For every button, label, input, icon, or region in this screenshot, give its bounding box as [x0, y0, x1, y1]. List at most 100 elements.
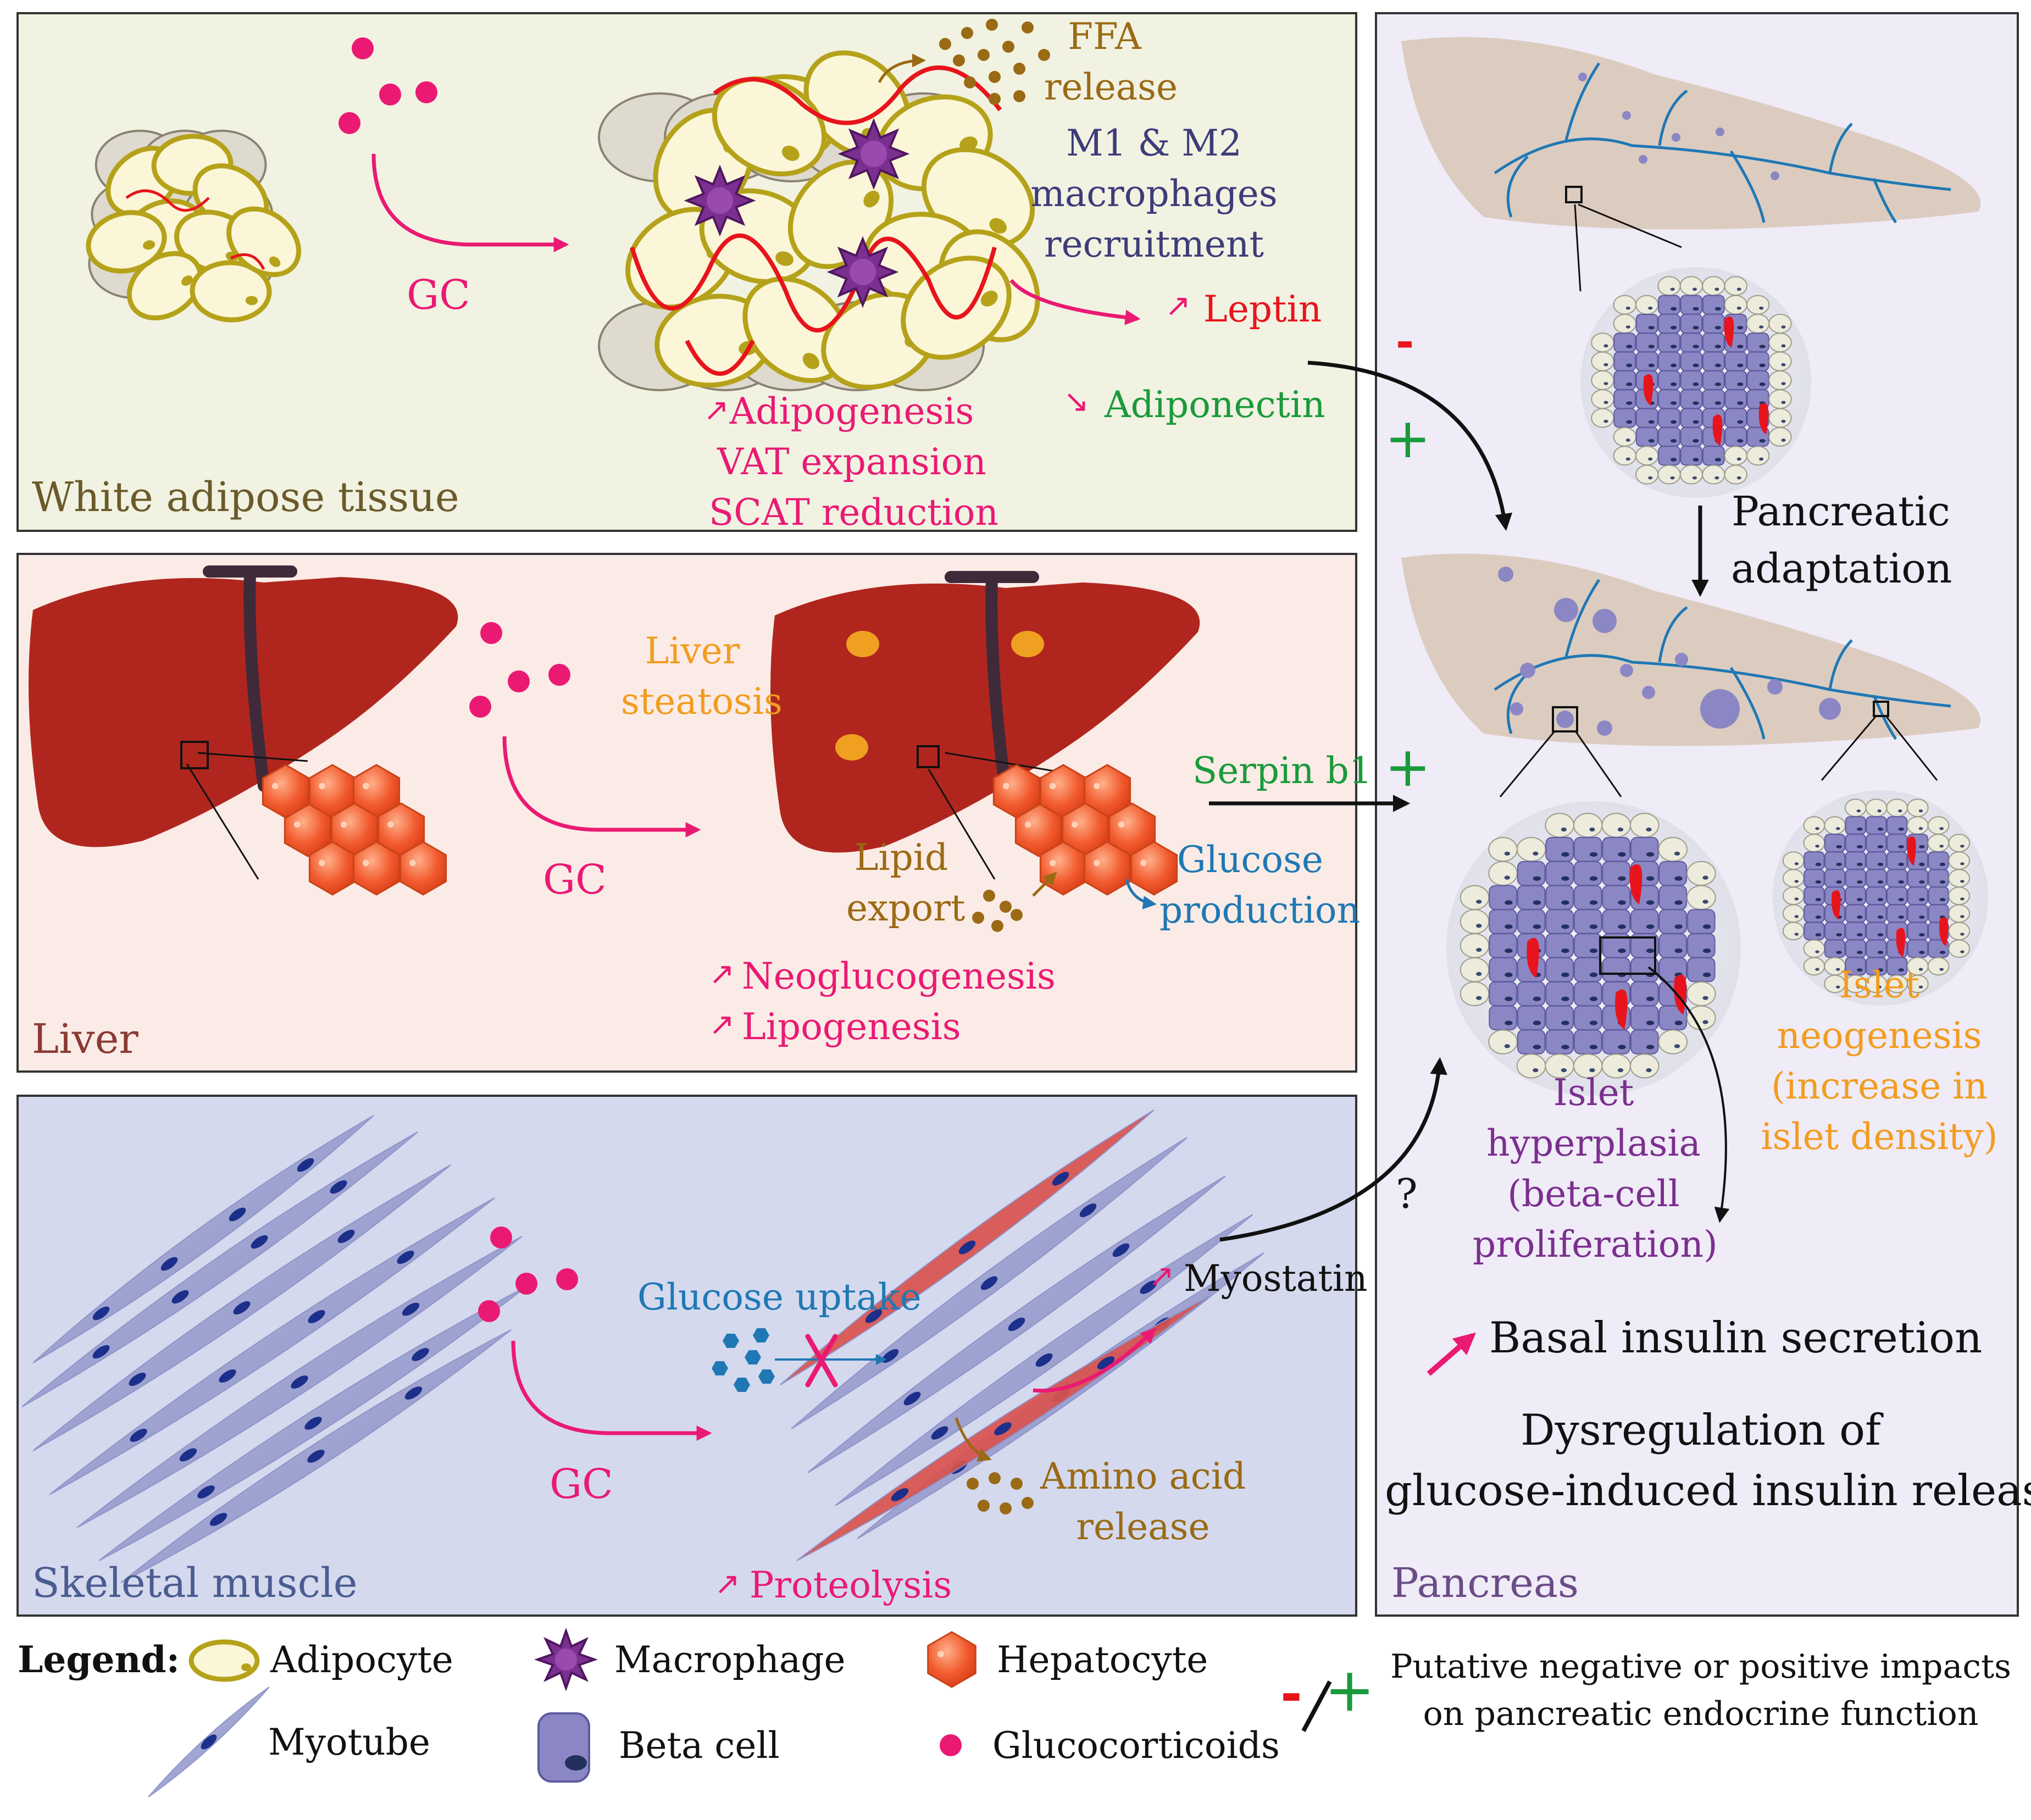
amino-acid-label-1: release: [1076, 1506, 1210, 1548]
proteolysis-label: Proteolysis: [750, 1564, 952, 1606]
glucose-molecules: [712, 1328, 775, 1392]
lipogenesis-up-arrow: ↗: [709, 1007, 735, 1042]
neoglucogenesis-up-arrow: ↗: [709, 956, 735, 992]
basal-insulin-arrow: [1427, 1332, 1477, 1376]
myostatin-arrow: [1033, 1328, 1156, 1393]
legend-hepatocyte: Hepatocyte: [997, 1639, 1208, 1681]
adipocyte-cluster-small: [86, 130, 301, 323]
gc-arrow-muscle: [511, 1340, 712, 1441]
legend-impacts-0: Putative negative or positive impacts: [1390, 1647, 2011, 1686]
legend-plus: +: [1324, 1655, 1375, 1725]
amino-acid-dots: [967, 1472, 1034, 1514]
glucocorticoid-dots-liver: [469, 622, 570, 718]
question-label: ?: [1396, 1170, 1418, 1218]
legend-minus: -: [1280, 1663, 1302, 1725]
legend-icons: [148, 1628, 1332, 1797]
hyperplasia-label-3: proliferation): [1473, 1223, 1718, 1266]
pancreas-organ-after: [1401, 553, 1981, 797]
adiponectin-label: Adiponectin: [1105, 384, 1325, 426]
lipid-export-arrow: [1032, 872, 1057, 897]
glucose-production-label-1: production: [1159, 889, 1361, 931]
liver-organ-normal: [29, 565, 458, 880]
islet-neogenesis: [1773, 790, 1988, 1006]
leptin-label: Leptin: [1203, 288, 1322, 330]
macrophage-label-2: recruitment: [1044, 223, 1264, 265]
legend-adipocyte: Adipocyte: [270, 1639, 453, 1681]
macrophage-label-0: M1 & M2: [1066, 122, 1242, 164]
legend-title: Legend:: [18, 1638, 180, 1681]
legend-beta-cell: Beta cell: [619, 1724, 780, 1767]
legend-glucocorticoids: Glucocorticoids: [992, 1724, 1280, 1767]
serpin-label: Serpin b1: [1192, 750, 1372, 792]
panel-label-pancreas: Pancreas: [1391, 1560, 1579, 1607]
glucose-production-label-0: Glucose: [1177, 839, 1323, 881]
ffa-dots: [939, 19, 1050, 105]
gc-label-liver: GC: [543, 856, 607, 903]
hyperplasia-label-1: hyperplasia: [1486, 1122, 1701, 1164]
basal-insulin-label: Basal insulin secretion: [1489, 1313, 1983, 1363]
ffa-arrow: [878, 53, 926, 84]
leptin-up-arrow: ↗: [1165, 288, 1191, 324]
legend-myotube: Myotube: [268, 1721, 430, 1763]
islet-hyperplasia: [1446, 801, 1741, 1096]
panel-label-liver: Liver: [32, 1016, 138, 1063]
lipogenesis-label: Lipogenesis: [742, 1006, 961, 1048]
liver-organ-steatotic: [770, 571, 1200, 880]
panel-label-muscle: Skeletal muscle: [32, 1560, 358, 1607]
steatosis-label-0: Liver: [645, 630, 740, 672]
islet-zoom-arrow: [1647, 966, 1730, 1223]
dysregulation-label-0: Dysregulation of: [1521, 1406, 1881, 1455]
steatosis-label-1: steatosis: [621, 680, 783, 723]
hyperplasia-label-0: Islet: [1553, 1072, 1634, 1114]
ffa-label-0: FFA: [1068, 15, 1141, 58]
gc-label-muscle: GC: [550, 1461, 613, 1508]
adipogenesis-up-arrow: ↗: [703, 392, 729, 428]
hepatocyte-group-right: [992, 764, 1178, 896]
lipid-export-label-0: Lipid: [854, 836, 948, 879]
amino-acid-arrow: [955, 1417, 992, 1462]
blocked-x-icon: [805, 1334, 838, 1388]
sign-plus-liver: +: [1385, 735, 1431, 799]
glucose-uptake-label: Glucose uptake: [637, 1276, 922, 1318]
sign-plus-wat: +: [1385, 406, 1431, 470]
legend-impacts-1: on pancreatic endocrine function: [1423, 1695, 1979, 1733]
gc-arrow-liver: [502, 736, 701, 837]
sign-minus-wat: -: [1396, 317, 1414, 368]
wat-effects-1: VAT expansion: [717, 441, 986, 483]
hyperplasia-label-2: (beta-cell: [1507, 1173, 1680, 1215]
glucocorticoid-dots-wat: [338, 37, 437, 134]
neogenesis-label-3: islet density): [1761, 1116, 1998, 1158]
legend-macrophage: Macrophage: [614, 1639, 846, 1681]
islet-before: [1580, 267, 1811, 498]
hepatocyte-group-left: [262, 764, 447, 896]
pancreas-organ-before: [1401, 37, 1981, 292]
wat-effects-2: SCAT reduction: [709, 491, 998, 534]
proteolysis-up-arrow: ↗: [714, 1566, 740, 1602]
adaptation-label-1: adaptation: [1731, 545, 1952, 592]
myotube-bundle-left: [21, 1115, 528, 1583]
gc-label-wat: GC: [407, 271, 470, 319]
glucose-production-arrow: [1125, 879, 1157, 909]
macrophage-label-1: macrophages: [1030, 173, 1278, 215]
adiponectin-down-arrow: ↘: [1063, 384, 1089, 419]
amino-acid-label-0: Amino acid: [1040, 1455, 1246, 1497]
glucocorticoid-dots-muscle: [478, 1227, 578, 1322]
adipocyte-cluster-large: [598, 50, 1040, 391]
lipid-dots: [972, 890, 1023, 932]
gc-arrow-wat: [371, 153, 569, 252]
panel-label-wat: White adipose tissue: [32, 474, 459, 521]
neogenesis-label-2: (increase in: [1771, 1065, 1988, 1107]
wat-effects-0: Adipogenesis: [729, 390, 974, 432]
dysregulation-label-1: glucose-induced insulin release: [1385, 1466, 2031, 1516]
arrow-muscle-to-pancreas: [1219, 1057, 1447, 1242]
arrow-wat-to-pancreas: [1307, 360, 1513, 531]
neogenesis-label-1: neogenesis: [1777, 1014, 1982, 1057]
lipid-export-label-1: export: [846, 887, 965, 929]
neoglucogenesis-label: Neoglucogenesis: [742, 955, 1056, 997]
myostatin-up-arrow: ↗: [1148, 1258, 1174, 1294]
myotube-bundle-right: [780, 1109, 1264, 1561]
neogenesis-label-0: Islet: [1839, 964, 1920, 1006]
leptin-arrow: [1009, 279, 1141, 325]
